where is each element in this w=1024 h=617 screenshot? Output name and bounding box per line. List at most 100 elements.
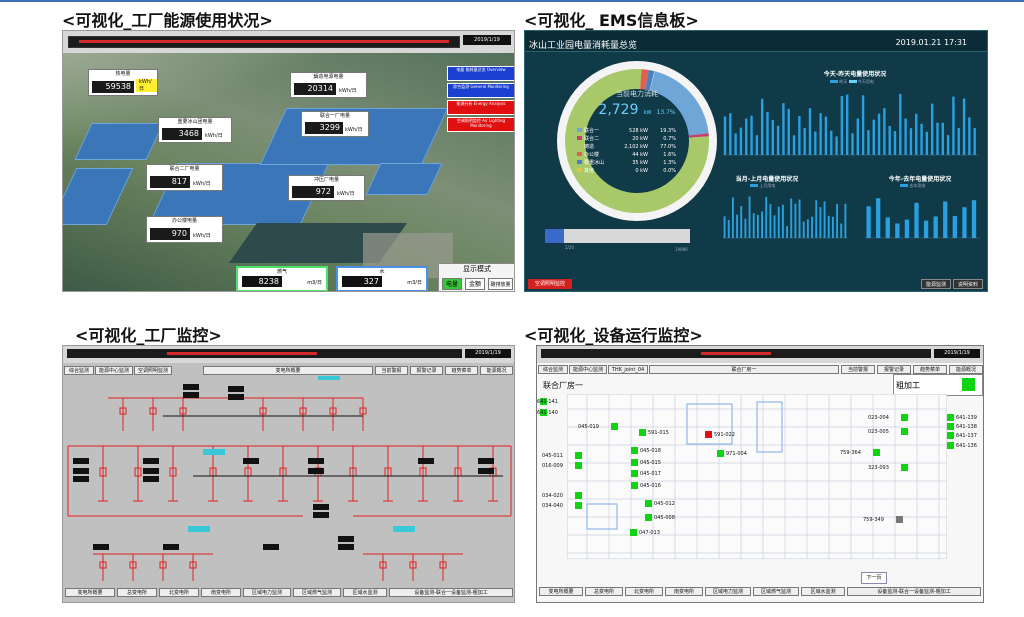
- legend-name: 要重冰山: [584, 160, 605, 166]
- chart-bar: [936, 122, 939, 155]
- tab-current-alarm[interactable]: 当前警报: [375, 366, 408, 375]
- equipment-status-indicator[interactable]: [901, 414, 908, 421]
- air-lighting-monitor-button[interactable]: 空调照明监控: [528, 279, 572, 289]
- chart-bar: [831, 216, 834, 238]
- date-display: 2019/1/19: [463, 35, 511, 45]
- tab-joint-plant-1[interactable]: 联合厂房一: [649, 365, 839, 374]
- tab-substation-overview-bottom[interactable]: 变电所概要: [539, 587, 583, 596]
- equipment-id-label: 641-141: [537, 399, 558, 405]
- tab-trend-menu[interactable]: 趋势菜单: [445, 366, 478, 375]
- equipment-status-indicator[interactable]: [575, 462, 582, 469]
- equipment-id-label: 023-005: [868, 429, 889, 435]
- label-value: 59538: [92, 81, 134, 93]
- center-reading: 2,729 kW 13.7%: [587, 99, 687, 118]
- tab-energy-summary[interactable]: 能源概况: [480, 366, 513, 375]
- chart-bar: [734, 133, 737, 155]
- tab-equipment-monitoring[interactable]: 设备监测-联合一设备监测-粗加工: [389, 588, 513, 597]
- value-readout: [338, 544, 354, 550]
- tab-substation-overview[interactable]: 变电所概要: [203, 366, 373, 375]
- tab-north-substation[interactable]: 北变电所: [625, 587, 663, 596]
- label-title: 热电量: [115, 71, 131, 77]
- general-monitoring-button[interactable]: 综合监测 General Monitoring: [447, 83, 514, 98]
- equipment-status-indicator[interactable]: [631, 470, 638, 477]
- tab-general-monitoring[interactable]: 综合监测: [538, 365, 568, 374]
- equipment-status-indicator[interactable]: [947, 423, 954, 430]
- tab-north-substation[interactable]: 北变电所: [159, 588, 199, 597]
- equipment-status-indicator[interactable]: [645, 500, 652, 507]
- air-lighting-button[interactable]: 空调照明监控 Air Lighting Monitoring: [447, 117, 514, 132]
- tab-energy-center[interactable]: 能源中心监测: [95, 366, 133, 375]
- mode-electricity-button[interactable]: 电量: [442, 278, 462, 290]
- next-page-button[interactable]: 下一页: [861, 572, 887, 584]
- tab-south-substation[interactable]: 南变电所: [201, 588, 241, 597]
- tab-area-power[interactable]: 区域电力监测: [705, 587, 751, 596]
- tab-area-gas[interactable]: 区域燃气监测: [753, 587, 799, 596]
- tab-south-substation[interactable]: 南变电所: [665, 587, 703, 596]
- equipment-status-indicator[interactable]: [901, 428, 908, 435]
- value-readout: [308, 468, 324, 474]
- tab-air-lighting[interactable]: 空调照明监测: [134, 366, 172, 375]
- breaker: [99, 467, 107, 477]
- equipment-status-indicator[interactable]: [947, 432, 954, 439]
- progress-end-label: 19890: [675, 247, 688, 252]
- tab-area-water[interactable]: 区域水监测: [343, 588, 387, 597]
- mode-amount-button[interactable]: 金额: [465, 278, 485, 290]
- equipment-status-indicator[interactable]: [901, 464, 908, 471]
- tab-main-substation[interactable]: 总变电所: [117, 588, 157, 597]
- chart-bar: [840, 96, 844, 155]
- tab-area-power[interactable]: 区域电力监测: [243, 588, 291, 597]
- equipment-id-label: 045-012: [654, 501, 675, 507]
- chart-bar: [727, 219, 730, 238]
- tab-alarm-log[interactable]: 报警记录: [410, 366, 443, 375]
- mode-carbon-button[interactable]: 碳排放量: [488, 278, 513, 290]
- equipment-status-indicator[interactable]: [639, 429, 646, 436]
- equipment-status-indicator[interactable]: [575, 452, 582, 459]
- legend-yesterday: 昨天: [839, 79, 848, 84]
- equipment-status-indicator[interactable]: [631, 482, 638, 489]
- tab-energy-summary[interactable]: 能源概况: [949, 365, 983, 374]
- building-roof: [365, 163, 443, 195]
- documentation-button[interactable]: 说明资料: [953, 279, 983, 289]
- equipment-status-indicator[interactable]: [611, 423, 618, 430]
- chart-bar: [876, 198, 881, 238]
- tab-current-alarm[interactable]: 当前警报: [841, 365, 875, 374]
- overview-button[interactable]: 电量 能耗量总览 Overview: [447, 66, 514, 81]
- equipment-status-indicator[interactable]: [540, 409, 547, 416]
- tab-general-monitoring[interactable]: 综合监测: [64, 366, 94, 375]
- tab-area-water[interactable]: 区域水监测: [801, 587, 845, 596]
- equipment-status-indicator[interactable]: [896, 516, 903, 523]
- chart-bar: [888, 125, 891, 155]
- equipment-status-indicator[interactable]: [540, 398, 547, 405]
- equipment-status-indicator[interactable]: [631, 459, 638, 466]
- tab-trend-menu[interactable]: 趋势菜单: [913, 365, 947, 374]
- alarm-indicator: [701, 352, 771, 355]
- equipment-id-label: 591-022: [714, 432, 735, 438]
- equipment-status-indicator[interactable]: [705, 431, 712, 438]
- tab-alarm-log[interactable]: 报警记录: [877, 365, 911, 374]
- legend-swatch: [900, 184, 908, 187]
- equipment-status-indicator[interactable]: [947, 442, 954, 449]
- equipment-status-indicator[interactable]: [947, 414, 954, 421]
- chart-bar: [745, 118, 748, 155]
- energy-monitor-button[interactable]: 能源监测: [921, 279, 951, 289]
- tab-joint-04[interactable]: THK_joint_04: [608, 365, 648, 374]
- equipment-status-indicator[interactable]: [645, 514, 652, 521]
- tab-main-substation[interactable]: 总变电所: [585, 587, 623, 596]
- equipment-status-indicator[interactable]: [575, 502, 582, 509]
- tab-energy-center[interactable]: 能源中心监测: [569, 365, 607, 374]
- equipment-status-indicator[interactable]: [873, 449, 880, 456]
- equipment-status-indicator[interactable]: [717, 450, 724, 457]
- equipment-status-indicator[interactable]: [631, 447, 638, 454]
- equipment-status-indicator[interactable]: [630, 529, 637, 536]
- breaker: [379, 561, 387, 569]
- chart-bar: [771, 120, 774, 155]
- chart-bar: [823, 201, 826, 238]
- equipment-status-indicator[interactable]: [575, 492, 582, 499]
- tab-area-gas[interactable]: 区域燃气监测: [293, 588, 341, 597]
- chart-bar: [968, 117, 971, 155]
- energy-analysis-button[interactable]: 能源分析 Energy Analysis: [447, 100, 514, 115]
- tab-equipment-monitoring[interactable]: 设备监测-联合一设备监测-粗加工: [847, 587, 981, 596]
- center-value: 2,729: [598, 102, 639, 118]
- tab-substation-overview-bottom[interactable]: 变电所概要: [65, 588, 115, 597]
